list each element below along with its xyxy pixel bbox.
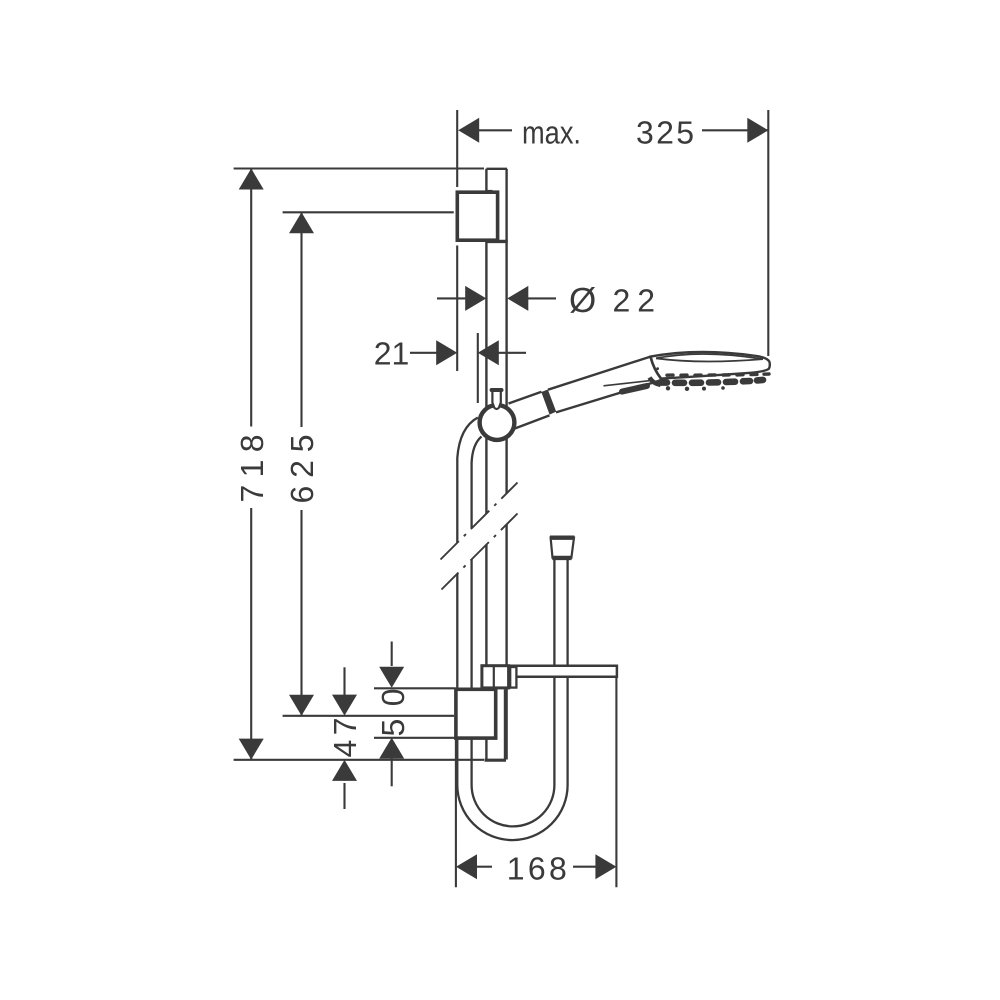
svg-text:Ø: Ø — [569, 281, 596, 320]
svg-text:21: 21 — [374, 336, 410, 372]
svg-text:max.: max. — [522, 115, 581, 151]
svg-text:50: 50 — [375, 689, 411, 737]
svg-text:47: 47 — [327, 718, 363, 758]
svg-text:625: 625 — [284, 435, 320, 504]
svg-text:718: 718 — [234, 435, 270, 503]
svg-text:168: 168 — [507, 851, 567, 887]
svg-text:22: 22 — [613, 283, 656, 319]
svg-text:325: 325 — [636, 115, 694, 151]
